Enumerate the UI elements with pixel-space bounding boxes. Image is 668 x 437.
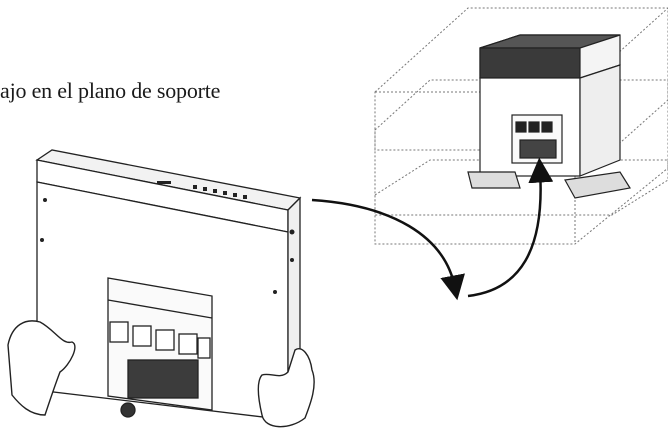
move-arrow — [311, 157, 554, 301]
handheld-monitor — [35, 149, 302, 422]
instruction-caption: ajo en el plano de soporte — [0, 78, 221, 103]
hands — [7, 320, 315, 428]
mounted-monitor — [467, 34, 631, 199]
